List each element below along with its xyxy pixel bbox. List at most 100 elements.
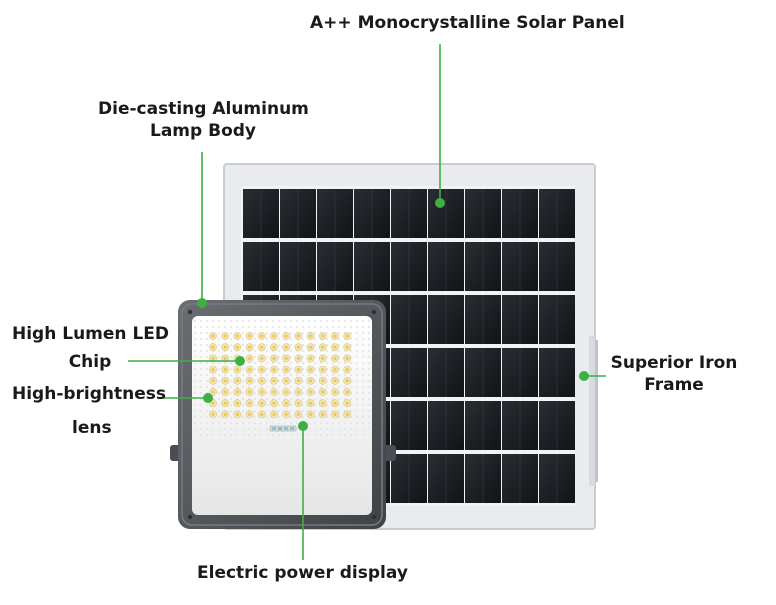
- led-chip-core: [272, 390, 276, 394]
- led-chip-core: [333, 401, 337, 405]
- lamp-mount-right: [384, 445, 396, 461]
- led-chip-core: [333, 334, 337, 338]
- led-chip-core: [211, 379, 215, 383]
- led-chip-core: [223, 401, 227, 405]
- led-chip-core: [223, 379, 227, 383]
- led-chip-core: [321, 412, 325, 416]
- callout-dot-power-display: [298, 421, 308, 431]
- led-chip-core: [345, 334, 349, 338]
- led-chip-core: [309, 334, 313, 338]
- led-chip-core: [248, 356, 252, 360]
- led-chip-core: [333, 412, 337, 416]
- led-chip-core: [309, 356, 313, 360]
- led-chip-core: [260, 356, 264, 360]
- power-display-indicator: [269, 425, 297, 432]
- led-chip-core: [333, 390, 337, 394]
- label-lamp-body-line1: Die-casting Aluminum: [98, 99, 309, 119]
- label-led-chip-line2: Chip: [68, 352, 112, 372]
- led-chip-core: [296, 390, 300, 394]
- led-chip-core: [321, 401, 325, 405]
- led-chip-core: [296, 368, 300, 372]
- led-chip-core: [260, 379, 264, 383]
- led-chip-core: [223, 356, 227, 360]
- led-chip-core: [272, 356, 276, 360]
- led-chip-core: [321, 368, 325, 372]
- label-power-display: Electric power display: [197, 563, 408, 583]
- led-chip-core: [284, 379, 288, 383]
- label-lens: High-brightness lens: [12, 377, 166, 445]
- led-chip-core: [211, 412, 215, 416]
- led-chip-core: [309, 390, 313, 394]
- led-chip-core: [211, 345, 215, 349]
- led-chip-core: [309, 412, 313, 416]
- led-chip-core: [248, 368, 252, 372]
- led-chip-core: [248, 379, 252, 383]
- led-chip-core: [296, 401, 300, 405]
- led-chip-core: [260, 368, 264, 372]
- led-chip-core: [345, 379, 349, 383]
- led-chip-core: [284, 334, 288, 338]
- floodlight-lamp: [170, 300, 396, 529]
- led-chip-core: [211, 356, 215, 360]
- led-chip-core: [321, 390, 325, 394]
- led-chip-core: [223, 345, 227, 349]
- led-chip-core: [321, 356, 325, 360]
- led-chip-core: [235, 412, 239, 416]
- led-chip-core: [296, 412, 300, 416]
- label-lamp-body-line2: Lamp Body: [150, 121, 256, 141]
- led-chip-core: [211, 368, 215, 372]
- led-chip-core: [260, 345, 264, 349]
- led-chip-core: [284, 345, 288, 349]
- led-chip-core: [248, 401, 252, 405]
- led-chip-core: [272, 368, 276, 372]
- led-chip-core: [211, 334, 215, 338]
- label-iron-frame-line1: Superior Iron: [610, 353, 738, 373]
- led-chip-core: [223, 368, 227, 372]
- label-lens-line2: lens: [72, 418, 112, 438]
- led-chip-core: [211, 401, 215, 405]
- led-chip-core: [235, 368, 239, 372]
- led-chip-core: [260, 412, 264, 416]
- led-chip-array: [209, 332, 352, 419]
- led-chip-core: [260, 401, 264, 405]
- led-chip-core: [235, 334, 239, 338]
- led-chip-core: [235, 401, 239, 405]
- led-chip-core: [211, 390, 215, 394]
- led-chip-core: [284, 401, 288, 405]
- panel-bracket-shadow: [595, 340, 598, 482]
- led-chip-core: [272, 379, 276, 383]
- label-lamp-body: Die-casting Aluminum Lamp Body: [98, 98, 309, 142]
- label-led-chip: High Lumen LED Chip: [12, 320, 170, 376]
- led-chip-core: [284, 356, 288, 360]
- led-chip-core: [309, 401, 313, 405]
- led-chip-core: [345, 412, 349, 416]
- led-chip-core: [296, 379, 300, 383]
- led-chip-core: [309, 345, 313, 349]
- label-solar-panel: A++ Monocrystalline Solar Panel: [310, 13, 625, 33]
- callout-dot-iron-frame: [579, 371, 589, 381]
- led-chip-core: [235, 379, 239, 383]
- label-iron-frame: Superior Iron Frame: [606, 352, 742, 396]
- led-chip-core: [333, 356, 337, 360]
- label-iron-frame-line2: Frame: [644, 375, 704, 395]
- led-chip-core: [333, 345, 337, 349]
- led-chip-core: [235, 390, 239, 394]
- led-chip-core: [284, 412, 288, 416]
- led-chip-core: [260, 334, 264, 338]
- callout-dot-solar-panel: [435, 198, 445, 208]
- led-chip-core: [296, 356, 300, 360]
- led-chip-core: [309, 379, 313, 383]
- led-chip-core: [272, 401, 276, 405]
- led-chip-core: [296, 334, 300, 338]
- label-led-chip-line1: High Lumen LED: [12, 324, 170, 344]
- led-chip-core: [345, 390, 349, 394]
- led-chip-core: [296, 345, 300, 349]
- led-chip-core: [260, 390, 264, 394]
- led-chip-core: [345, 345, 349, 349]
- lamp-housing-rim: [181, 303, 383, 526]
- led-chip-core: [248, 345, 252, 349]
- panel-bracket: [589, 336, 595, 486]
- led-chip-core: [284, 368, 288, 372]
